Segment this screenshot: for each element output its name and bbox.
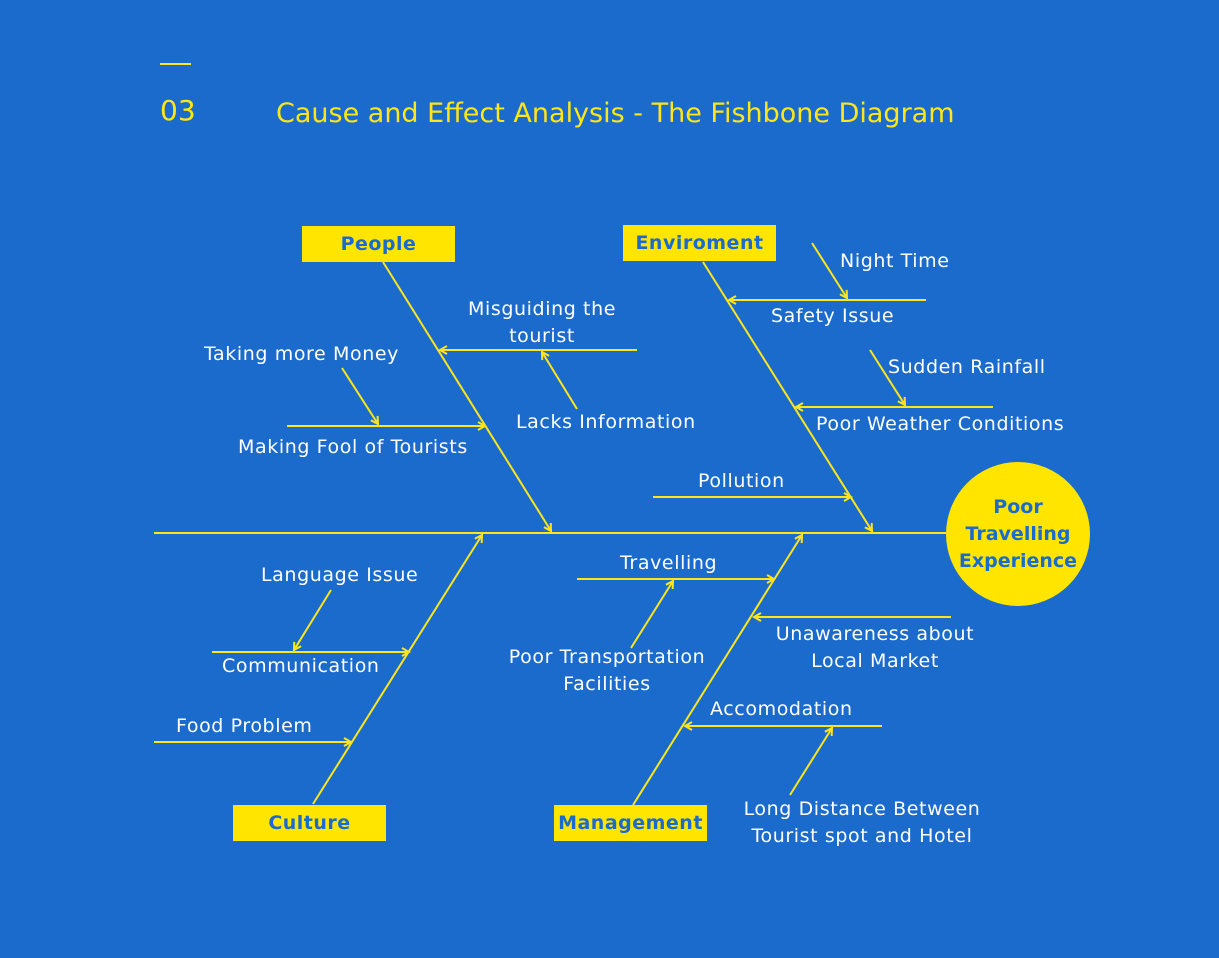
cause-long-distance-line-2: Tourist spot and Hotel xyxy=(751,825,973,847)
distance-arrow xyxy=(789,728,832,796)
environment-bone xyxy=(702,261,872,531)
cause-unawareness-line-1: Unawareness about xyxy=(775,623,975,645)
cause-poor-transport: Poor Transportation Facilities xyxy=(500,644,714,698)
night-time-arrow xyxy=(811,242,847,298)
cause-taking-money: Taking more Money xyxy=(204,343,399,365)
cause-long-distance-line-1: Long Distance Between xyxy=(743,798,981,820)
header-dash xyxy=(160,63,191,65)
lacks-info-arrow xyxy=(542,352,578,410)
cause-language-issue: Language Issue xyxy=(261,564,419,586)
taking-money-arrow xyxy=(341,367,378,424)
cause-unawareness: Unawareness about Local Market xyxy=(768,621,982,675)
cause-pollution: Pollution xyxy=(698,470,785,492)
cause-unawareness-line-2: Local Market xyxy=(811,650,939,672)
cause-misguiding: Misguiding the tourist xyxy=(452,296,632,350)
cause-long-distance: Long Distance Between Tourist spot and H… xyxy=(731,796,993,850)
cause-poor-transport-line-1: Poor Transportation xyxy=(508,646,706,668)
culture-bone xyxy=(312,535,482,805)
cause-communication: Communication xyxy=(222,655,380,677)
language-arrow xyxy=(294,589,332,650)
effect-circle: Poor Travelling Experience xyxy=(946,462,1090,606)
page-title: Cause and Effect Analysis - The Fishbone… xyxy=(276,98,955,129)
transport-arrow xyxy=(630,581,673,649)
cause-safety-issue: Safety Issue xyxy=(771,305,895,327)
cause-accomodation: Accomodation xyxy=(710,698,853,720)
section-number: 03 xyxy=(160,94,196,127)
cause-misguiding-line-1: Misguiding the xyxy=(467,298,616,320)
cause-travelling: Travelling xyxy=(620,552,718,574)
cause-sudden-rainfall: Sudden Rainfall xyxy=(888,356,1046,378)
cause-poor-transport-line-2: Facilities xyxy=(563,673,651,695)
cause-food-problem: Food Problem xyxy=(176,715,313,737)
cause-misguiding-line-2: tourist xyxy=(509,325,575,347)
category-people: People xyxy=(302,226,455,262)
category-environment: Enviroment xyxy=(623,225,776,261)
cause-night-time: Night Time xyxy=(840,250,950,272)
cause-poor-weather: Poor Weather Conditions xyxy=(816,413,1065,435)
people-bone xyxy=(382,261,551,531)
rainfall-arrow xyxy=(869,349,905,405)
effect-line-1: Poor xyxy=(993,495,1043,518)
cause-lacks-information: Lacks Information xyxy=(516,411,696,433)
effect-line-2: Travelling xyxy=(965,522,1071,545)
category-culture: Culture xyxy=(233,805,386,841)
cause-making-fool: Making Fool of Tourists xyxy=(238,436,468,458)
effect-line-3: Experience xyxy=(958,549,1078,572)
category-management: Management xyxy=(554,805,707,841)
